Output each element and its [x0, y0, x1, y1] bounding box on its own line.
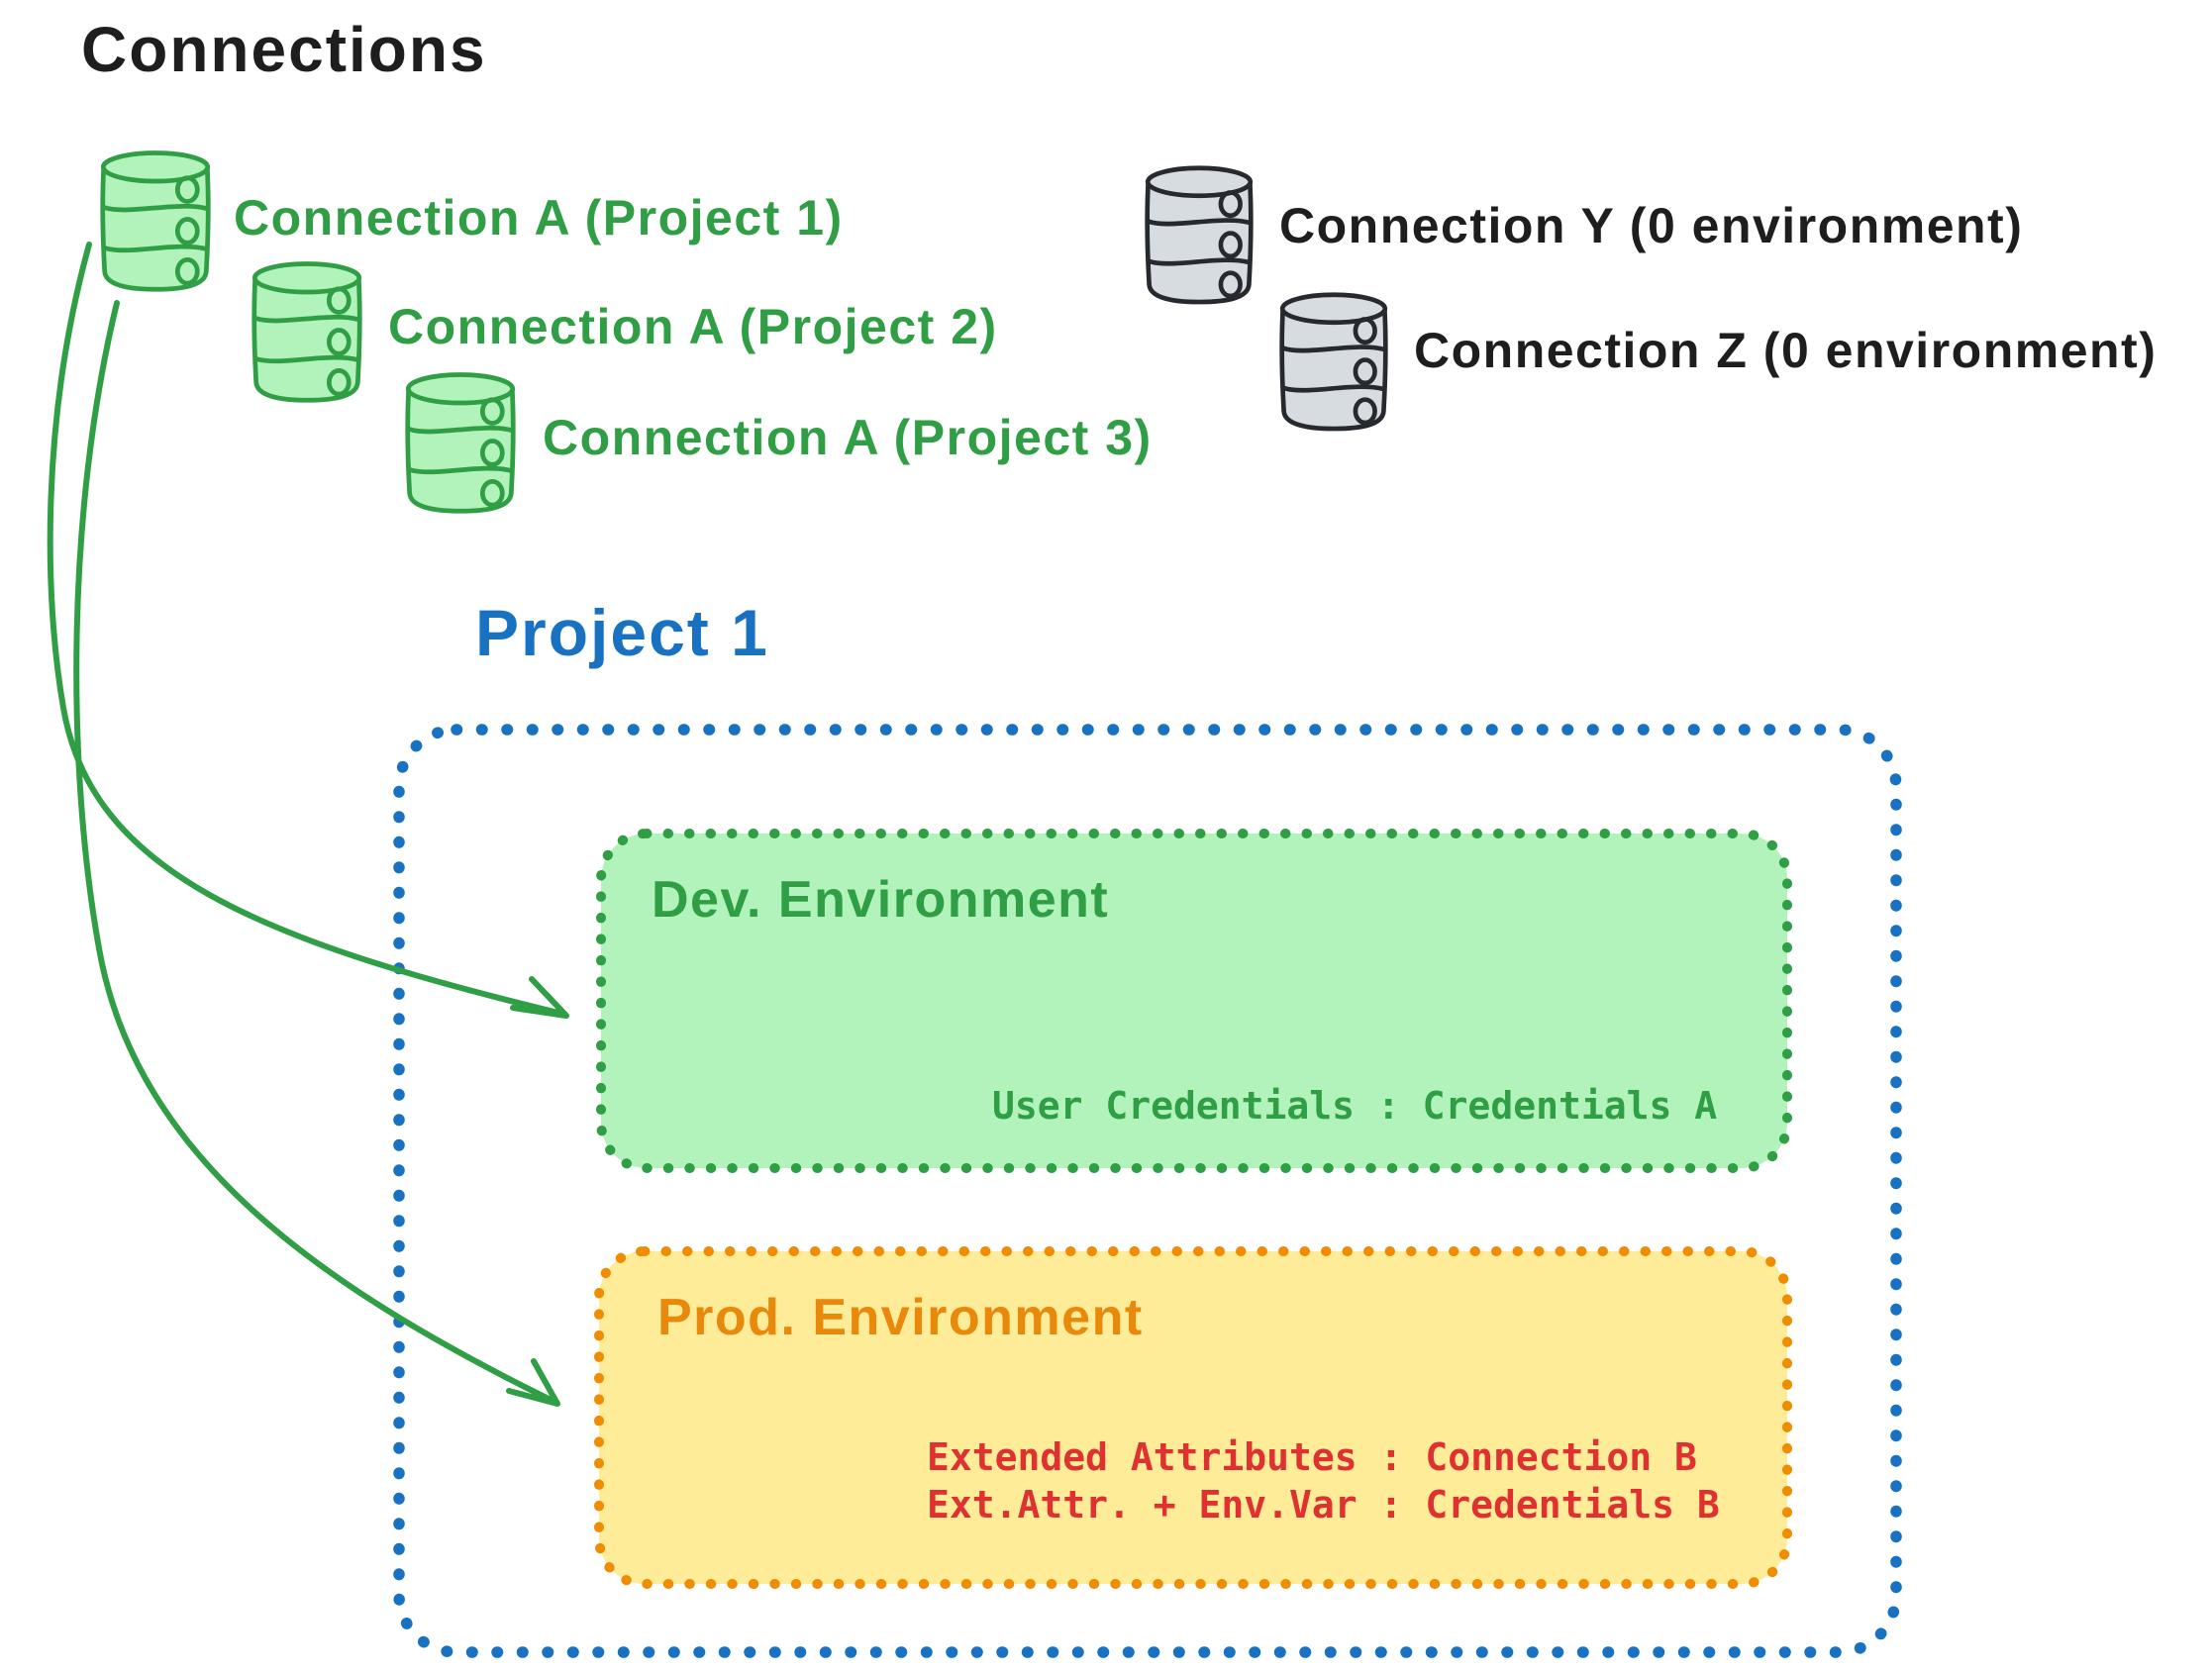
dev-credentials-mapping: User Credentials : Credentials A [992, 1084, 1718, 1128]
connection-y-label: Connection Y (0 environment) [1279, 198, 2024, 253]
arrowhead-dev [510, 976, 569, 1019]
arrow-connection-a-to-dev [47, 242, 569, 1019]
dev-environment-name: Dev. Environment [652, 871, 1110, 929]
prod-environment-name: Prod. Environment [657, 1289, 1144, 1346]
connection-z-label: Connection Z (0 environment) [1414, 323, 2158, 378]
prod-env-var-mapping: Ext.Attr. + Env.Var : Credentials B [927, 1483, 1720, 1526]
connection-a-project-3-label: Connection A (Project 3) [543, 410, 1153, 465]
prod-extended-attributes-mapping: Extended Attributes : Connection B [927, 1435, 1697, 1479]
arrow-connection-a-to-prod [73, 300, 560, 1407]
database-icon [103, 153, 209, 290]
page-title: Connections [81, 14, 487, 85]
project-1-title: Project 1 [475, 596, 769, 669]
project-1-box [393, 724, 1902, 1658]
arrowhead-prod [506, 1358, 560, 1407]
database-icon [1148, 168, 1252, 302]
database-icon [1282, 295, 1386, 429]
connection-a-project-2-label: Connection A (Project 2) [388, 299, 998, 354]
prod-environment-box [594, 1246, 1792, 1589]
connection-a-project-1-label: Connection A (Project 1) [234, 190, 844, 246]
database-icon [254, 264, 360, 401]
database-icon [408, 375, 514, 512]
dev-environment-box [596, 829, 1792, 1173]
